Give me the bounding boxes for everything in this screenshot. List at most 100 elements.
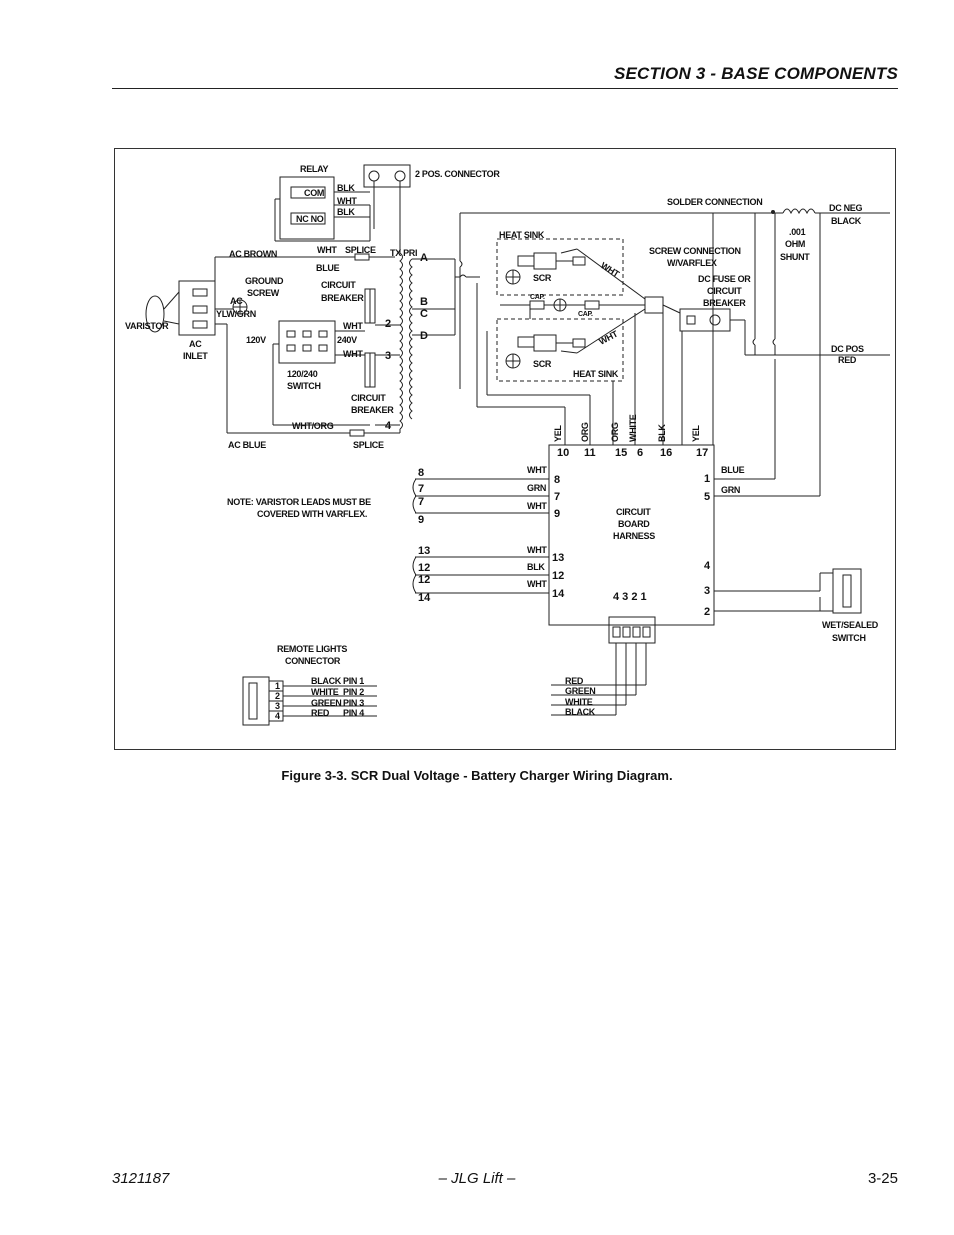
label-ground-2: SCREW: [247, 288, 280, 298]
label-dc-pos-2: RED: [838, 355, 857, 365]
label-wht-splice: WHT: [317, 245, 337, 255]
label-lt-7a: 7: [418, 483, 424, 495]
label-dc-fuse-2: CIRCUIT: [707, 286, 742, 296]
label-remote-2: CONNECTOR: [285, 656, 341, 666]
label-in-8: 8: [554, 474, 560, 486]
label-dc-pos-1: DC POS: [831, 344, 864, 354]
label-pin-15: 15: [615, 447, 627, 459]
heat-sink-top: [496, 238, 624, 296]
remote-lights-connector: [242, 676, 270, 726]
label-heat-sink-top: HEAT SINK: [499, 230, 545, 240]
label-rc-3: 3: [275, 701, 280, 711]
label-ac-inlet-1: AC: [189, 339, 202, 349]
label-note-1: NOTE: VARISTOR LEADS MUST BE: [227, 497, 371, 507]
label-lt-12a: 12: [418, 562, 430, 574]
ac-inlet: [178, 280, 216, 336]
label-scr-bot: SCR: [533, 359, 552, 369]
label-wet-2: SWITCH: [832, 633, 866, 643]
label-scr-top: SCR: [533, 273, 552, 283]
label-r-4: 4: [704, 560, 711, 572]
label-wht-1: WHT: [337, 196, 357, 206]
label-rc-1: 1: [275, 681, 280, 691]
label-ac-brown: AC BROWN: [229, 249, 277, 259]
scr-bottom-stud: [517, 336, 535, 348]
splice-bottom: [349, 429, 365, 437]
label-ac: AC: [230, 296, 243, 306]
label-shunt-2: OHM: [785, 239, 805, 249]
label-blue-tx: BLUE: [316, 263, 340, 273]
label-r-1: 1: [704, 473, 710, 485]
label-col-org-2: ORG: [610, 422, 620, 442]
label-tap-c: C: [420, 308, 428, 320]
label-remote-1: REMOTE LIGHTS: [277, 644, 347, 654]
tx-secondary-coil: [409, 258, 413, 420]
label-pin-16: 16: [660, 447, 672, 459]
label-col-org-1: ORG: [580, 422, 590, 442]
label-r-5: 5: [704, 491, 710, 503]
label-col-yel-2: YEL: [691, 425, 701, 442]
label-blue-r: BLUE: [721, 465, 745, 475]
label-ac-blue: AC BLUE: [228, 440, 266, 450]
label-blk-l: BLK: [527, 562, 545, 572]
label-tap-d: D: [420, 330, 428, 342]
label-in-9: 9: [554, 508, 560, 520]
label-cap-1: CAP.: [530, 294, 545, 301]
label-dc-fuse-3: BREAKER: [703, 298, 746, 308]
label-out-black: BLACK: [565, 707, 596, 717]
doc-number: 3121187: [112, 1170, 170, 1187]
label-splice-bot: SPLICE: [353, 440, 384, 450]
board-bottom-connector: [608, 616, 656, 644]
label-ylw-grn: YLW/GRN: [216, 309, 256, 319]
label-splice-top: SPLICE: [345, 245, 376, 255]
relay-body: [279, 176, 335, 240]
label-screw-conn-1: SCREW CONNECTION: [649, 246, 741, 256]
label-screw-conn-2: W/VARFLEX: [667, 258, 717, 268]
footer-company: – JLG Lift –: [438, 1170, 516, 1187]
label-wht-l4: WHT: [527, 579, 547, 589]
label-shunt-3: SHUNT: [780, 252, 810, 262]
label-grn-l: GRN: [527, 483, 546, 493]
label-grn-r: GRN: [721, 485, 740, 495]
heat-sink-bottom: [496, 318, 624, 382]
label-tap-2: 2: [385, 318, 391, 330]
label-cb-bot-2: BREAKER: [351, 405, 394, 415]
label-board-1: CIRCUIT: [616, 507, 651, 517]
label-lt-9: 9: [418, 514, 424, 526]
label-dc-neg-1: DC NEG: [829, 203, 863, 213]
label-240v: 240V: [337, 335, 357, 345]
label-shunt-1: .001: [789, 227, 806, 237]
label-wet-1: WET/SEALED: [822, 620, 879, 630]
label-cb-top-2: BREAKER: [321, 293, 364, 303]
label-pin-10: 10: [557, 447, 569, 459]
label-r-2: 2: [704, 606, 710, 618]
label-rc-2: 2: [275, 691, 280, 701]
label-lt-8: 8: [418, 467, 424, 479]
label-board-2: BOARD: [618, 519, 650, 529]
label-wht-l2: WHT: [527, 501, 547, 511]
label-heat-sink-bot: HEAT SINK: [573, 369, 619, 379]
label-rc-pin2: PIN 2: [343, 687, 364, 697]
label-lt-13: 13: [418, 545, 430, 557]
label-rc-4: 4: [275, 711, 280, 721]
label-solder-connection: SOLDER CONNECTION: [667, 197, 762, 207]
tx-primary-coil: [399, 252, 403, 430]
label-relay: RELAY: [300, 164, 328, 174]
label-out-red: RED: [565, 676, 584, 686]
two-pos-connector: [363, 164, 411, 188]
scr-top-stud: [517, 255, 535, 267]
label-in-13: 13: [552, 552, 564, 564]
label-lt-14: 14: [418, 592, 431, 604]
label-wht-l3: WHT: [527, 545, 547, 555]
label-pin-6: 6: [637, 447, 643, 459]
page-number: 3-25: [867, 1170, 898, 1187]
label-pin-11: 11: [584, 447, 596, 459]
section-header: SECTION 3 - BASE COMPONENTS: [613, 64, 898, 83]
label-cb-top-1: CIRCUIT: [321, 280, 356, 290]
label-tap-3: 3: [385, 350, 391, 362]
label-tap-a: A: [420, 252, 428, 264]
label-lt-12b: 12: [418, 574, 430, 586]
label-rc-pin3: PIN 3: [343, 698, 364, 708]
label-board-3: HARNESS: [613, 531, 655, 541]
label-bottom-pins: 4 3 2 1: [613, 591, 647, 603]
label-120v: 120V: [246, 335, 266, 345]
